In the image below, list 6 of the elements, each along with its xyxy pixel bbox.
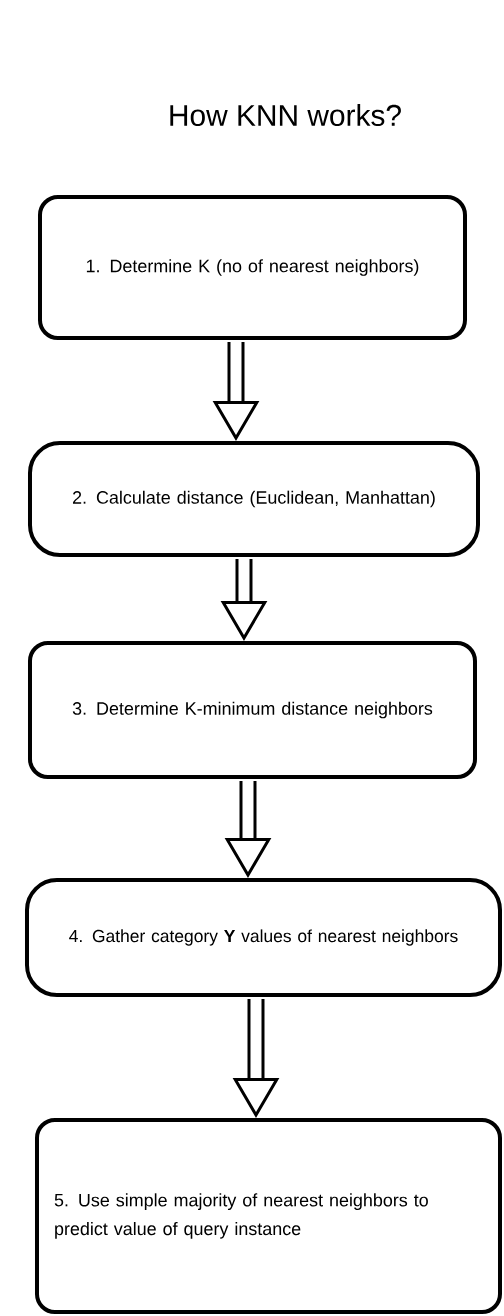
title: How KNN works? xyxy=(170,104,401,126)
process-box: 1. Determine K (no of nearest neighbors) xyxy=(38,195,467,340)
process-box: 4. Gather category Y values of nearest neighbors xyxy=(25,878,502,997)
process-box: 5. Use simple majority of nearest neighbors to predict value of query instance xyxy=(35,1118,502,1314)
process-box: 3. Determine K-minimum distance neighbors xyxy=(28,641,477,779)
process-box: 2. Calculate distance (Euclidean, Manhattan) xyxy=(28,441,480,557)
